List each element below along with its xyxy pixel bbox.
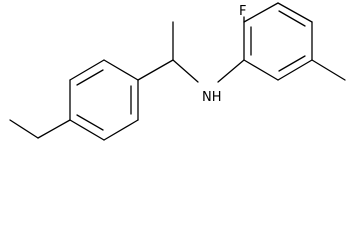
- bond: [37, 119, 71, 139]
- amine-label: NH: [202, 90, 222, 105]
- bond: [243, 59, 279, 81]
- double-bond-inner: [76, 69, 104, 86]
- bond: [172, 59, 199, 83]
- bond: [277, 59, 313, 81]
- structure-diagram: NH F: [9, 2, 346, 141]
- bond: [103, 119, 139, 141]
- double-bond-inner: [76, 114, 104, 131]
- bond: [243, 2, 279, 23]
- double-bond-inner: [278, 55, 306, 72]
- bond: [69, 59, 105, 81]
- bond: [217, 59, 245, 83]
- bond: [9, 119, 39, 139]
- bond: [103, 59, 139, 81]
- methyl-bond: [311, 59, 346, 81]
- ethylphenyl-ring: [69, 59, 139, 141]
- bond: [137, 59, 174, 81]
- ethyl-group: [9, 119, 71, 139]
- bond: [277, 2, 313, 23]
- ethylidene-linker: [137, 21, 199, 83]
- fluorine-label: F: [239, 4, 246, 19]
- double-bond-inner: [278, 10, 306, 27]
- bond: [69, 119, 105, 141]
- fluoromethylphenyl-ring: [243, 2, 313, 81]
